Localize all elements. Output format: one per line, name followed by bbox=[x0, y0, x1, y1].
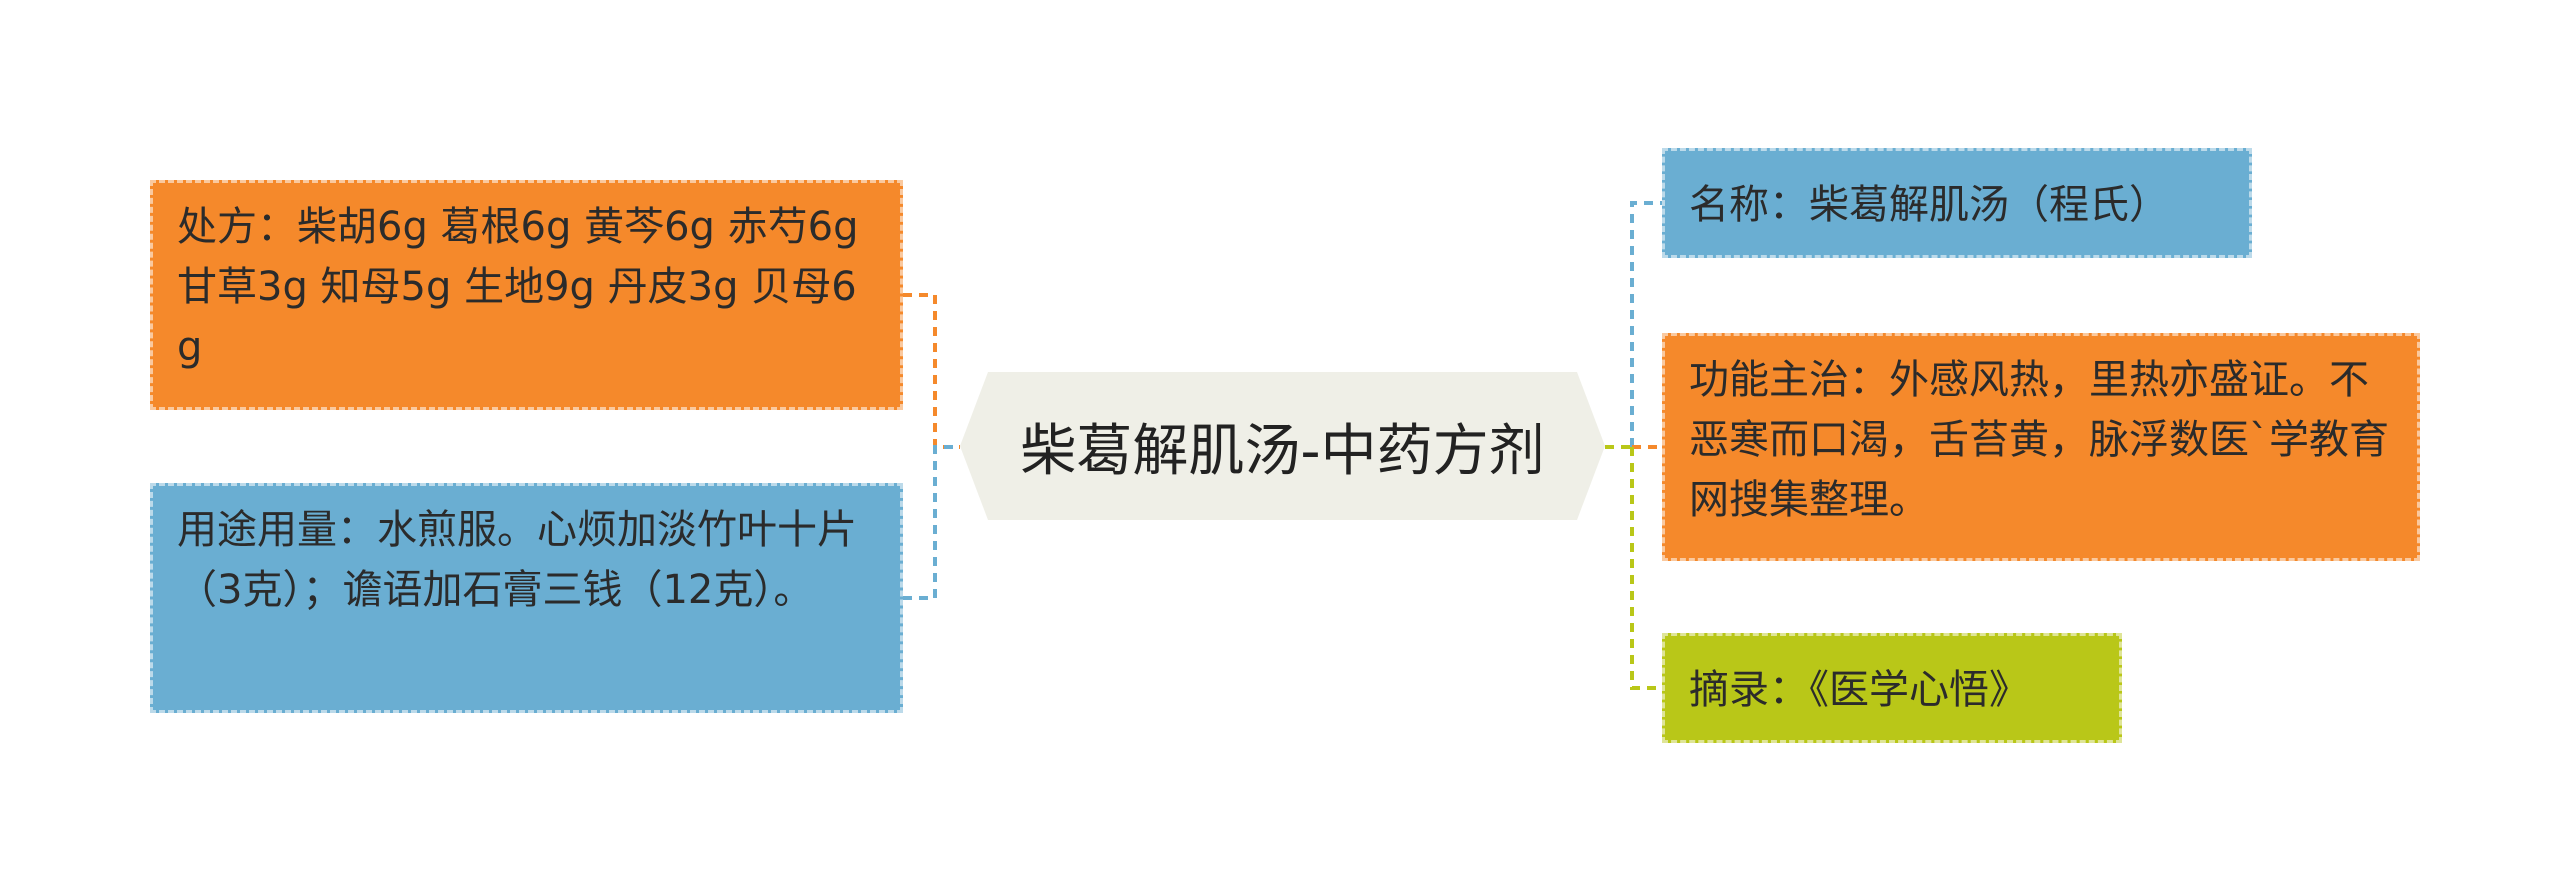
connector-source bbox=[1630, 447, 1662, 690]
topic-name-text: 名称：柴葛解肌汤（程氏） bbox=[1689, 182, 2169, 228]
topic-function-indication[interactable]: 功能主治：外感风热，里热亦盛证。不恶寒而口渴，舌苔黄，脉浮数医`学教育网搜集整理… bbox=[1662, 333, 2420, 561]
topic-function-indication-text: 功能主治：外感风热，里热亦盛证。不恶寒而口渴，舌苔黄，脉浮数医`学教育网搜集整理… bbox=[1689, 357, 2389, 523]
connector-prescription bbox=[903, 293, 960, 449]
topic-usage-dosage-text: 用途用量：水煎服。心烦加淡竹叶十片（3克）；谵语加石膏三钱（12克）。 bbox=[177, 507, 857, 613]
center-topic-label: 柴葛解肌汤-中药方剂 bbox=[1020, 418, 1545, 484]
topic-source[interactable]: 摘录：《医学心悟》 bbox=[1662, 633, 2122, 743]
topic-name[interactable]: 名称：柴葛解肌汤（程氏） bbox=[1662, 148, 2252, 258]
right-connectors bbox=[1605, 201, 1662, 690]
topic-prescription[interactable]: 处方：柴胡6g 葛根6g 黄芩6g 赤芍6g 甘草3g 知母5g 生地9g 丹皮… bbox=[150, 180, 903, 410]
connector-usage bbox=[903, 445, 960, 600]
topic-prescription-text: 处方：柴胡6g 葛根6g 黄芩6g 赤芍6g 甘草3g 知母5g 生地9g 丹皮… bbox=[177, 204, 859, 370]
topic-usage-dosage[interactable]: 用途用量：水煎服。心烦加淡竹叶十片（3克）；谵语加石膏三钱（12克）。 bbox=[150, 483, 903, 713]
topic-source-text: 摘录：《医学心悟》 bbox=[1689, 667, 2029, 713]
center-topic[interactable]: 柴葛解肌汤-中药方剂 bbox=[960, 372, 1605, 520]
connector-name bbox=[1630, 201, 1662, 447]
left-connectors bbox=[903, 293, 960, 600]
